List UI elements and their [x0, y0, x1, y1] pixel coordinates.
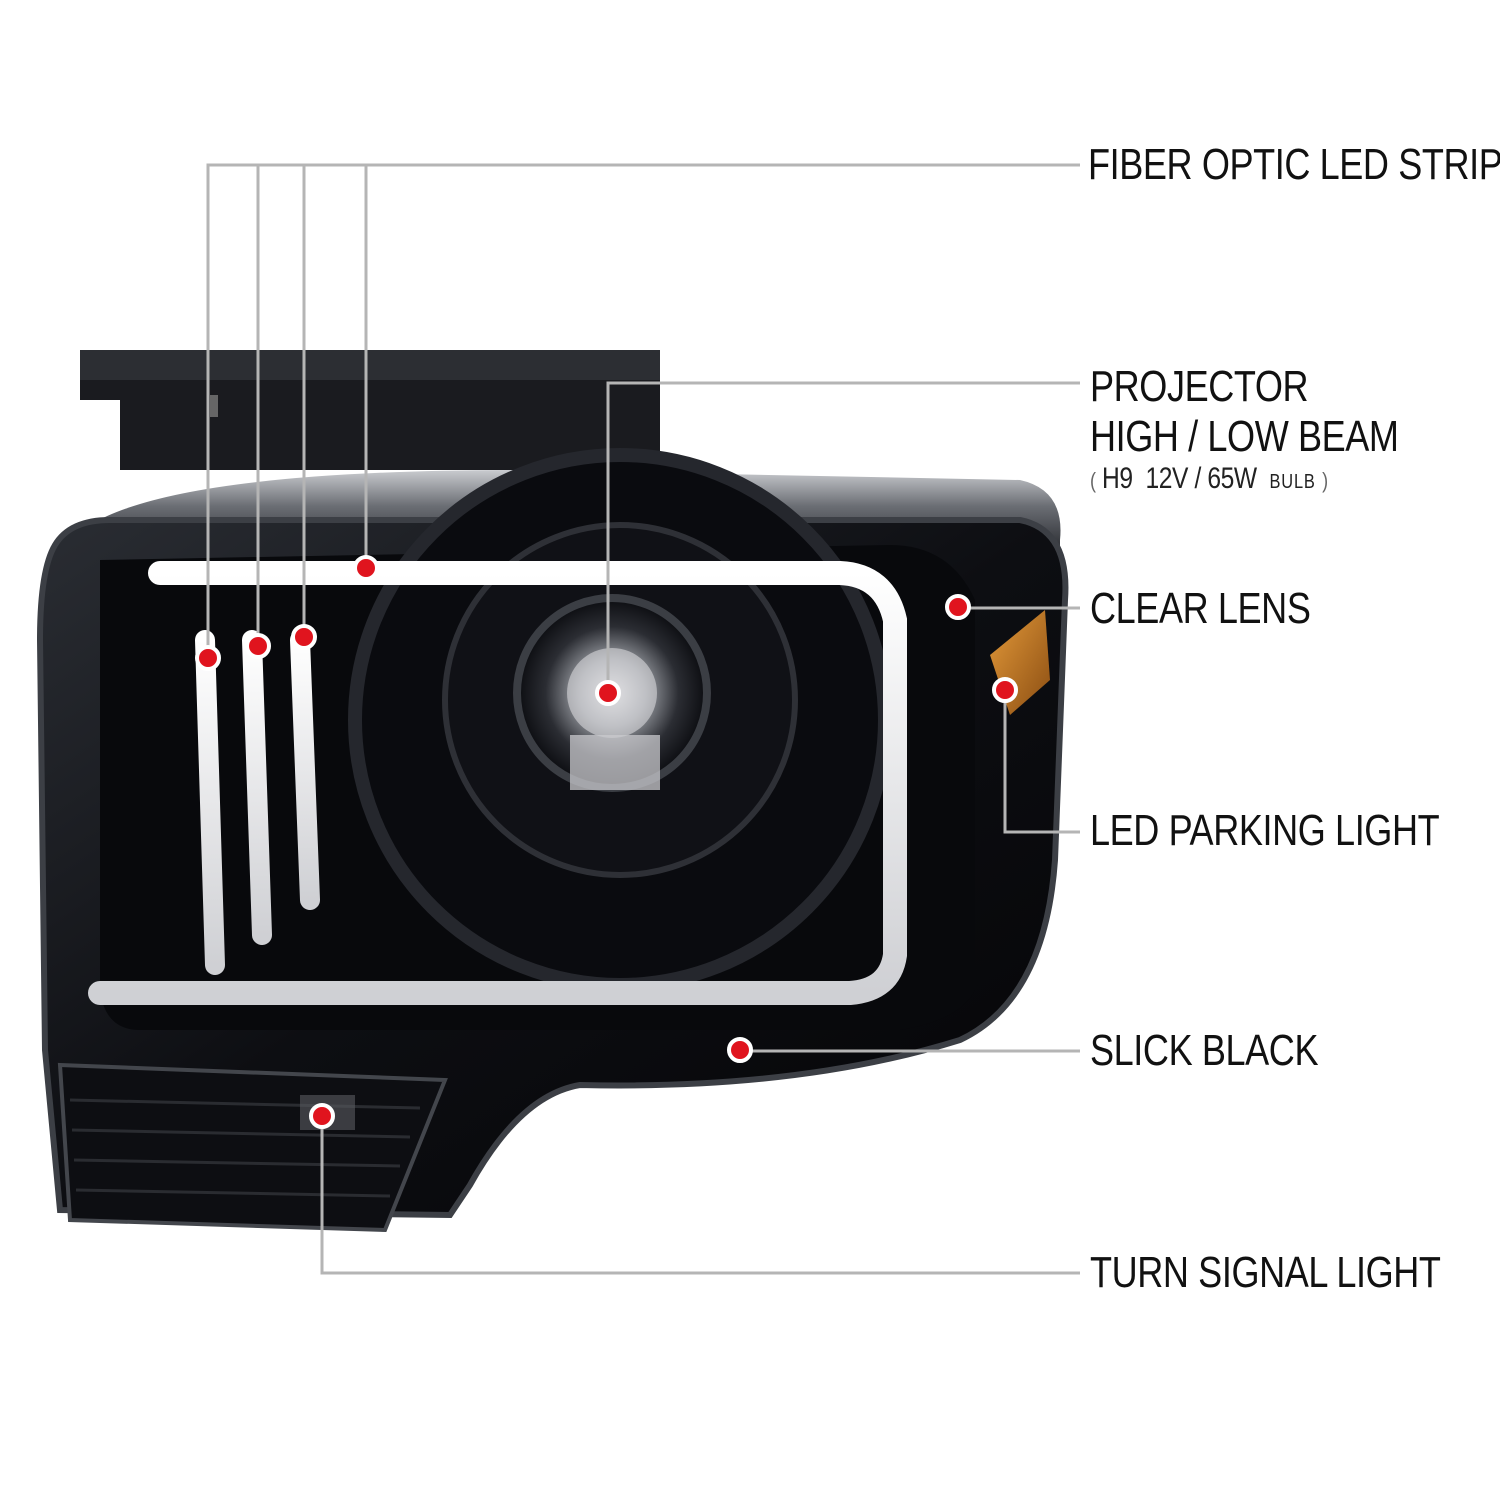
- dot-turn: [309, 1103, 335, 1129]
- vertical-led-strips: [195, 630, 320, 975]
- dot-parking: [992, 677, 1018, 703]
- dot-fiber-2: [245, 633, 271, 659]
- callout-led-parking: LED PARKING LIGHT: [1090, 806, 1440, 855]
- turn-signal-lens: [57, 1062, 448, 1233]
- callout-clear-lens: CLEAR LENS: [1090, 584, 1311, 633]
- dot-fiber-1: [195, 645, 221, 671]
- leader-fiber: [206, 163, 1080, 658]
- callout-fiber-optic: FIBER OPTIC LED STRIPS: [1088, 140, 1500, 189]
- dot-projector: [595, 680, 621, 706]
- leader-turn: [320, 1117, 1080, 1275]
- projector-bezel: [348, 448, 892, 992]
- leader-projector: [606, 381, 1080, 693]
- leader-parking: [1003, 690, 1080, 834]
- callout-projector-line2: HIGH / LOW BEAM: [1090, 412, 1399, 461]
- fiber-optic-c-tube: [88, 561, 907, 1005]
- callout-projector-bulb: ( H9 12V / 65W BULB ): [1090, 462, 1328, 495]
- dot-fiber-4: [353, 555, 379, 581]
- dot-lens: [945, 594, 971, 620]
- callout-leader-lines: [206, 163, 1080, 1275]
- dot-black: [727, 1037, 753, 1063]
- mounting-bracket: [80, 350, 660, 560]
- callout-dots: [195, 555, 1018, 1129]
- dot-fiber-3: [291, 624, 317, 650]
- callout-turn-signal: TURN SIGNAL LIGHT: [1090, 1248, 1441, 1297]
- callout-slick-black: SLICK BLACK: [1090, 1026, 1319, 1075]
- callout-projector-line1: PROJECTOR: [1090, 362, 1309, 411]
